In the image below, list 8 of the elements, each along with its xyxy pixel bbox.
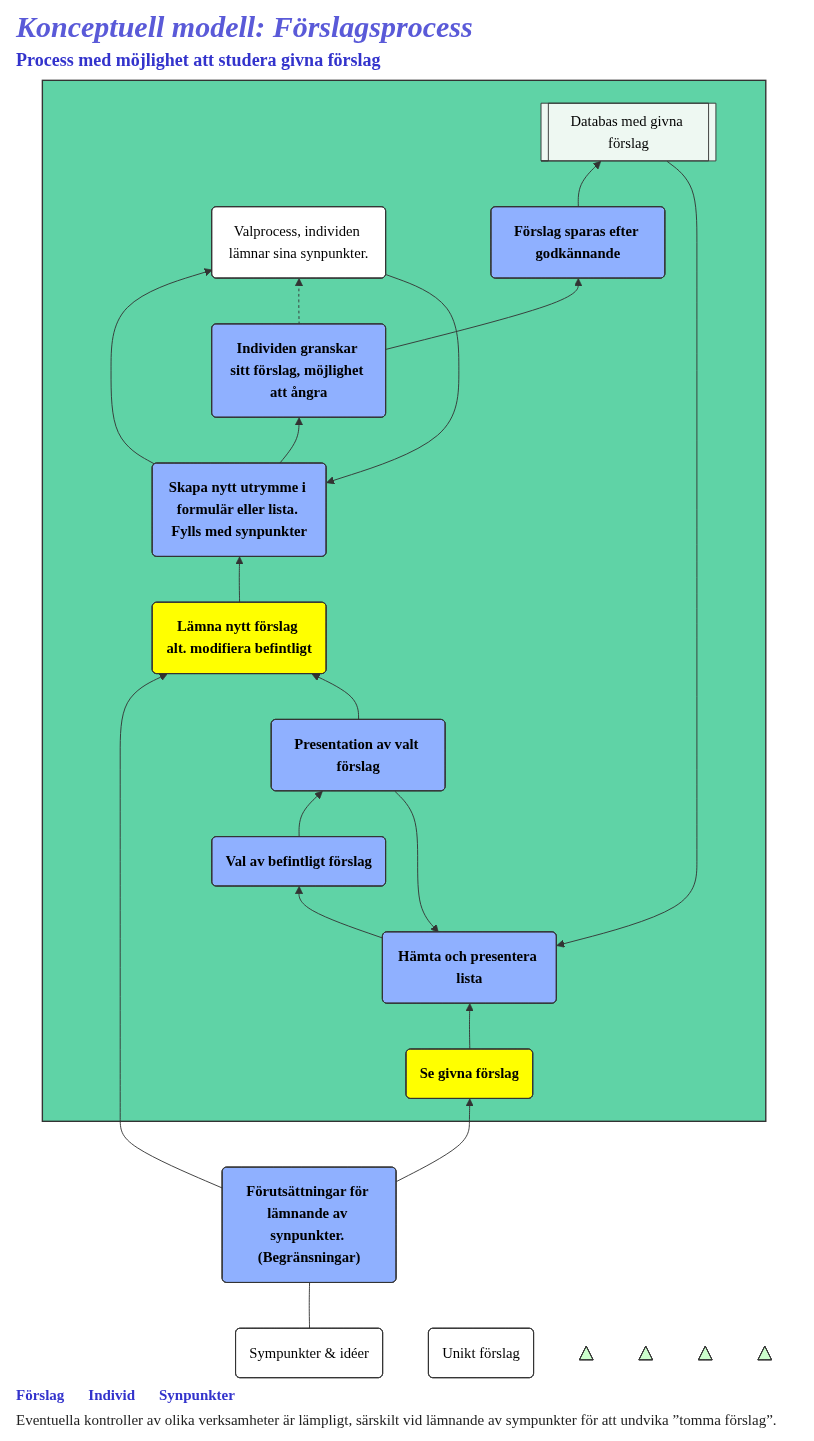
note-text: Eventuella kontroller av olika verksamheter är lämpligt, särskilt vid lämnande av sympunkter för att undvika ”tomma förslag”. (16, 1412, 778, 1429)
section-label: Förslag (16, 1387, 65, 1404)
subtitle: Process med möjlighet att studera givna förslag (16, 50, 382, 71)
connector (308, 1282, 310, 1330)
section-label: Synpunkter (159, 1387, 235, 1404)
cluster (41, 79, 767, 1122)
section-label: Individ (88, 1387, 136, 1404)
diagram-title: Konceptuell modell: Förslagsprocess (16, 10, 474, 44)
